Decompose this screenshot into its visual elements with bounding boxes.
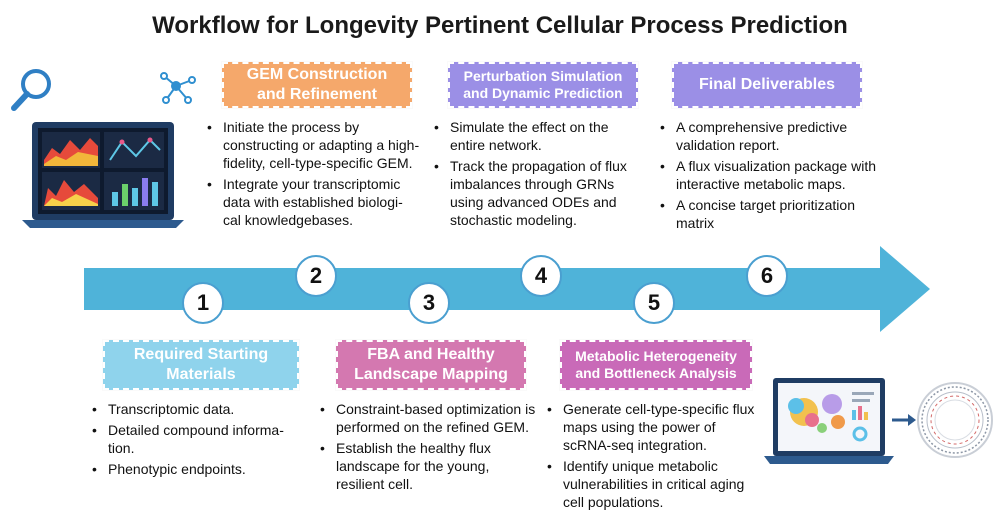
step-3-bullets: Constraint-based optimization is perform… — [318, 400, 536, 496]
step-3-number: 3 — [408, 282, 450, 324]
step-3-title-line1: FBA and Healthy — [367, 346, 495, 363]
step-5-title-line2: and Bottleneck Analysis — [575, 365, 737, 381]
list-item: A flux visualization package with intera… — [658, 157, 878, 193]
step-1-number: 1 — [182, 282, 224, 324]
list-item: A comprehensive predictive validation re… — [658, 118, 878, 154]
step-5-bullets: Generate cell-type-specific flux maps us… — [545, 400, 760, 514]
step-6-number: 6 — [746, 255, 788, 297]
step-5-title-line1: Metabolic Heterogeneity — [575, 347, 737, 364]
step-1-bullets: Transcriptomic data. Detailed compound i… — [90, 400, 300, 481]
step-2-title-line1: GEM Construction — [246, 66, 388, 83]
step-4-bullets: Simulate the effect on the entire networ… — [432, 118, 642, 232]
list-item: Track the propagation of flux imbalances… — [432, 157, 642, 229]
step-6-box: Final Deliverables — [672, 62, 862, 108]
step-4-title-line1: Perturbation Simulation — [463, 67, 623, 84]
list-item: Transcriptomic data. — [90, 400, 300, 418]
network-icon — [160, 72, 196, 104]
laptop-dashboard-icon — [22, 122, 184, 228]
list-item: Identify unique metabolic vulnerabilitie… — [545, 457, 760, 511]
list-item: Phenotypic endpoints. — [90, 460, 300, 478]
list-item: A concise target prioritization matrix — [658, 196, 878, 232]
step-2-bullets: Initiate the process by constructing or … — [205, 118, 420, 232]
step-6-title-line1: Final Deliverables — [698, 76, 836, 93]
step-5-number: 5 — [633, 282, 675, 324]
step-1-title-line2: Materials — [166, 366, 236, 383]
step-2-number: 2 — [295, 255, 337, 297]
arrow-right-icon — [892, 414, 916, 426]
list-item: Establish the healthy flux landscape for… — [318, 439, 536, 493]
list-item: Simulate the effect on the entire networ… — [432, 118, 642, 154]
step-3-title-line2: Landscape Mapping — [354, 366, 508, 383]
step-4-number: 4 — [520, 255, 562, 297]
step-6-bullets: A comprehensive predictive validation re… — [658, 118, 878, 235]
diagram-title: Workflow for Longevity Pertinent Cellula… — [152, 12, 848, 39]
circular-plot-icon — [917, 382, 993, 458]
step-4-title-line2: and Dynamic Prediction — [463, 85, 623, 101]
list-item: Integrate your transcriptomic data with … — [205, 175, 420, 229]
step-2-title-line2: and Refinement — [256, 86, 377, 103]
list-item: Initiate the process by constructing or … — [205, 118, 420, 172]
laptop-map-icon — [764, 378, 894, 464]
list-item: Detailed compound informa-tion. — [90, 421, 300, 457]
list-item: Generate cell-type-specific flux maps us… — [545, 400, 760, 454]
step-2-box: GEM Construction and Refinement — [222, 62, 412, 108]
magnifier-icon — [11, 69, 51, 111]
list-item: Constraint-based optimization is perform… — [318, 400, 536, 436]
step-1-title-line1: Required Starting — [133, 346, 269, 363]
